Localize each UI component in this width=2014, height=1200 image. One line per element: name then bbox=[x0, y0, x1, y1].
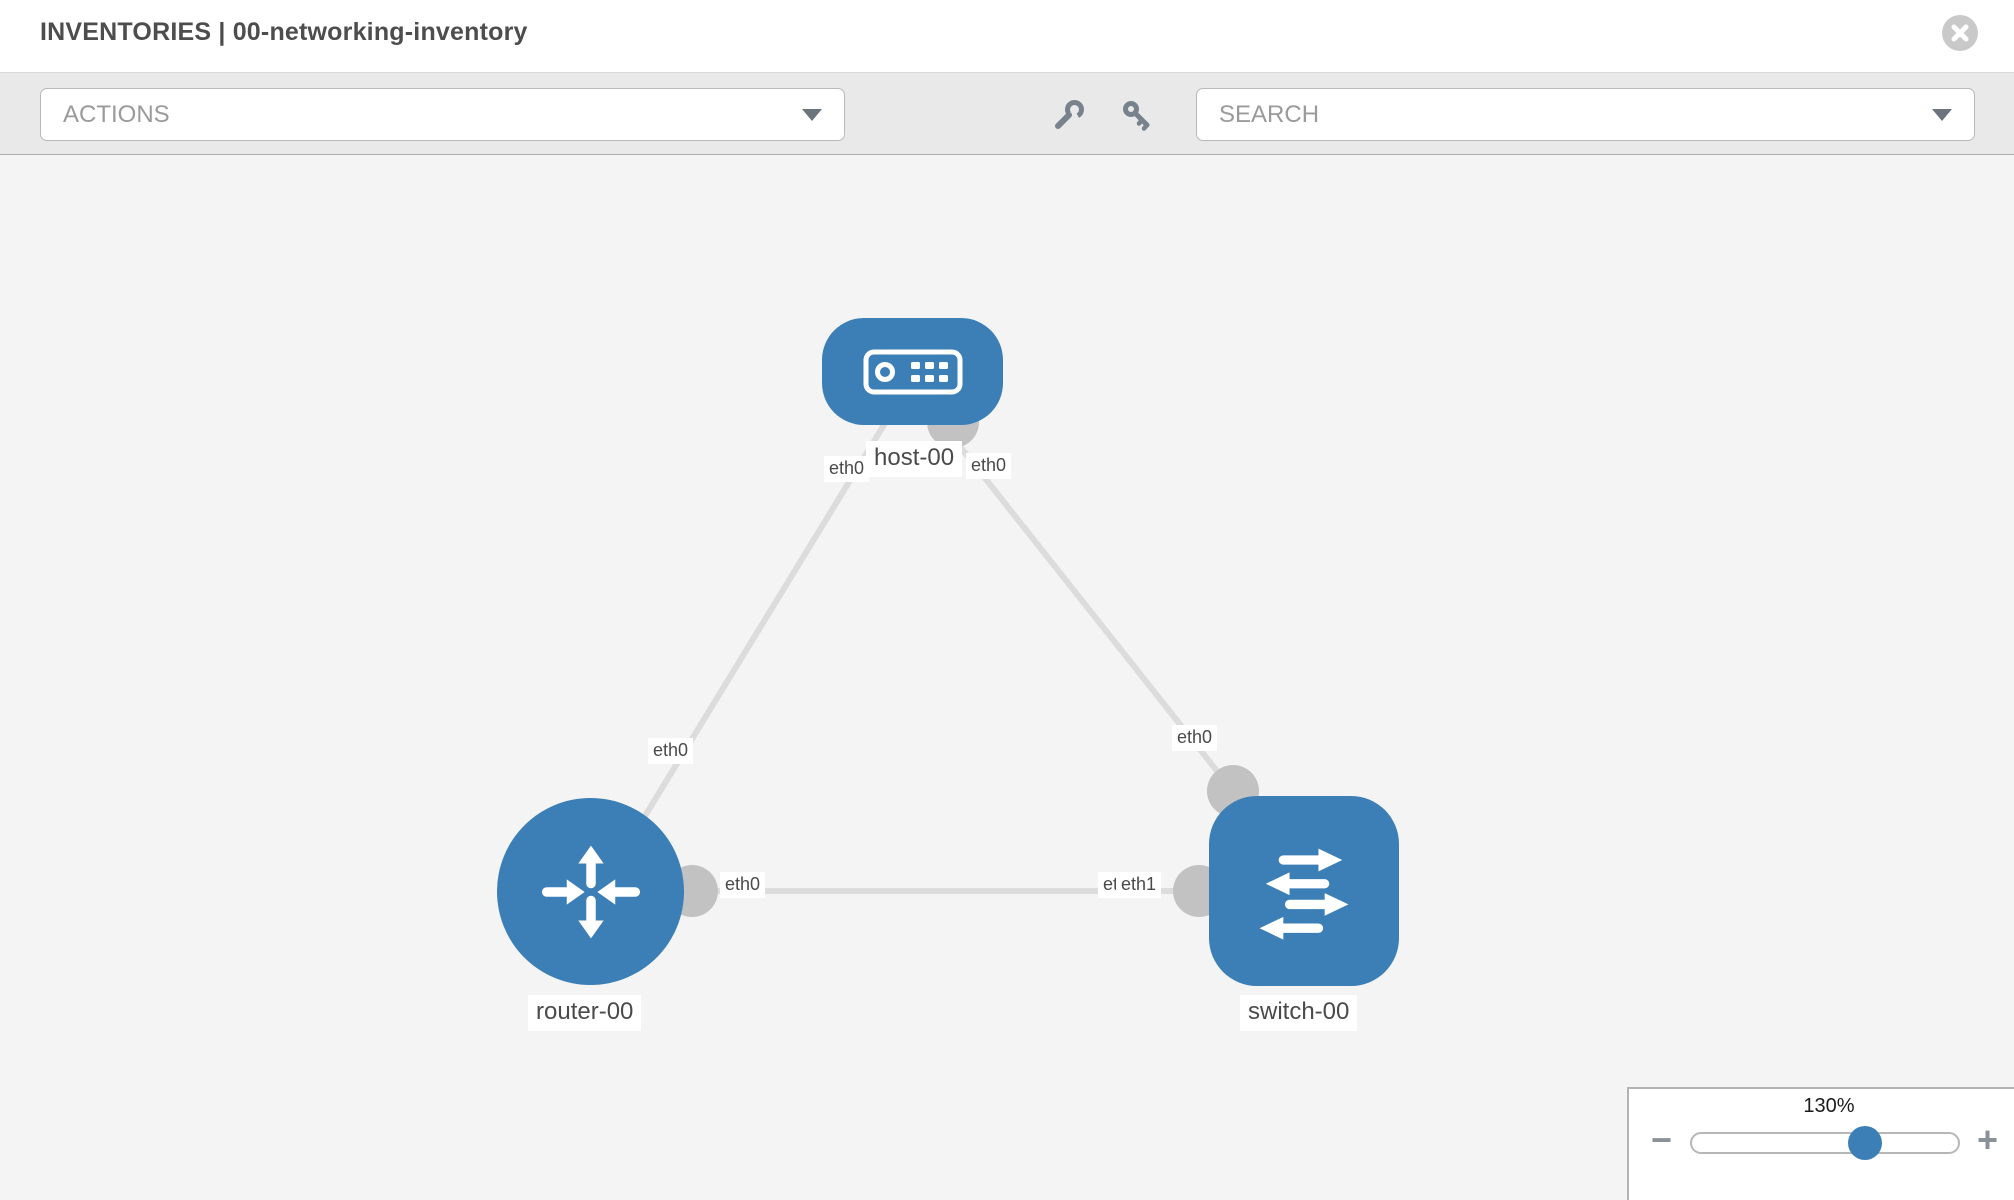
search-dropdown[interactable]: SEARCH bbox=[1196, 88, 1975, 141]
link-host-router bbox=[612, 413, 893, 867]
interface-label-router-eth0: eth0 bbox=[720, 872, 766, 898]
close-button[interactable] bbox=[1942, 15, 1978, 51]
topology-canvas[interactable]: host-00 router-00 switch-00 eth0 eth0 et… bbox=[0, 155, 2014, 1200]
actions-dropdown[interactable]: ACTIONS bbox=[40, 88, 845, 141]
zoom-in-button[interactable]: + bbox=[1977, 1119, 1999, 1160]
interface-label-host-eth0-right: eth0 bbox=[966, 453, 1012, 479]
host-icon bbox=[863, 349, 962, 394]
zoom-slider-track[interactable] bbox=[1690, 1132, 1960, 1154]
node-host-00[interactable] bbox=[822, 318, 1003, 425]
zoom-level-value: 130% bbox=[1803, 1095, 1855, 1117]
interface-label-router-link-eth0: eth0 bbox=[648, 738, 694, 764]
close-icon bbox=[1951, 24, 1969, 42]
router-icon bbox=[541, 845, 640, 938]
chevron-down-icon bbox=[1932, 108, 1952, 121]
switch-icon bbox=[1259, 848, 1349, 940]
zoom-out-button[interactable]: − bbox=[1651, 1119, 1673, 1160]
interface-label-switch-eth1: eth1 bbox=[1116, 872, 1162, 898]
zoom-panel: 130% − + bbox=[1627, 1087, 2014, 1200]
search-dropdown-label: SEARCH bbox=[1219, 100, 1320, 128]
node-label-switch: switch-00 bbox=[1240, 995, 1358, 1031]
toolbar: ACTIONS SEARCH bbox=[0, 72, 2014, 155]
interface-label-host-eth0-left: eth0 bbox=[824, 456, 870, 482]
interface-label-switch-top-eth0: eth0 bbox=[1172, 725, 1218, 751]
actions-dropdown-label: ACTIONS bbox=[63, 100, 170, 128]
node-router-00[interactable] bbox=[497, 798, 684, 985]
node-label-host: host-00 bbox=[866, 441, 963, 477]
key-icon[interactable] bbox=[1120, 98, 1154, 132]
wrench-icon[interactable] bbox=[1052, 98, 1086, 132]
zoom-slider-handle[interactable] bbox=[1848, 1126, 1882, 1160]
node-switch-00[interactable] bbox=[1209, 796, 1399, 986]
chevron-down-icon bbox=[802, 108, 822, 121]
topology-links-layer bbox=[612, 396, 1259, 917]
node-label-router: router-00 bbox=[528, 995, 642, 1031]
header: INVENTORIES | 00-networking-inventory bbox=[0, 0, 2014, 72]
page-title: INVENTORIES | 00-networking-inventory bbox=[40, 18, 528, 46]
